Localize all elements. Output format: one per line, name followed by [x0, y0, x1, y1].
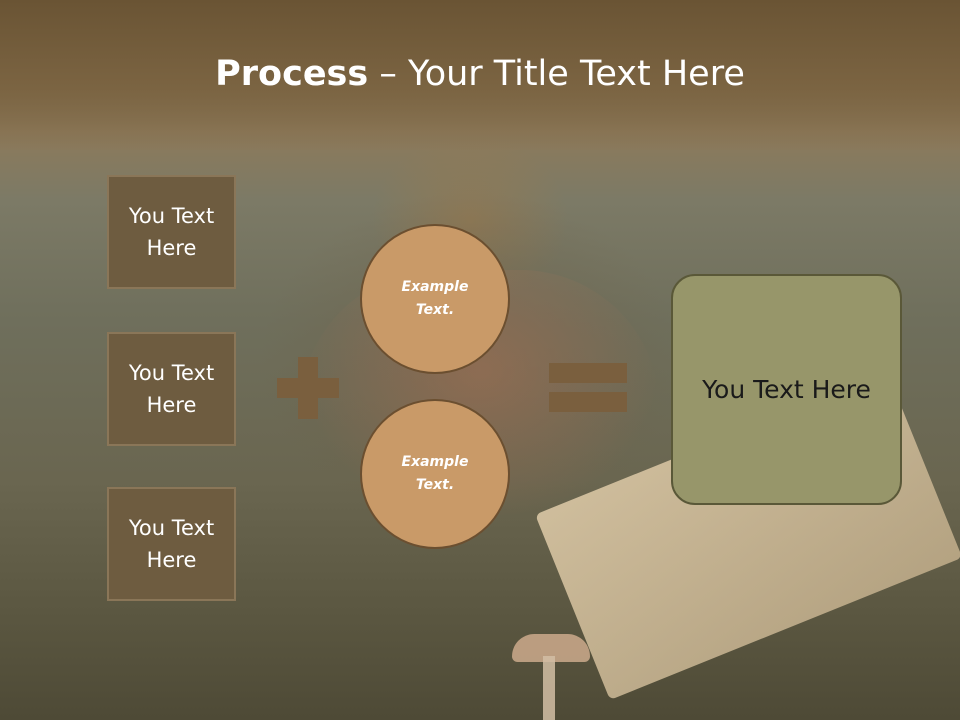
text-box-3: You Text Here	[107, 487, 236, 601]
background-photo-mushroom-stem	[543, 656, 555, 720]
result-box: You Text Here	[671, 274, 902, 505]
text-box-3-label: You Text Here	[128, 516, 215, 572]
example-circle-2: Example Text.	[360, 399, 510, 549]
equals-icon-bottom-bar	[549, 392, 627, 412]
text-box-2-label: You Text Here	[128, 361, 215, 417]
header-band	[0, 0, 960, 150]
plus-icon-vertical	[298, 357, 318, 419]
example-circle-1: Example Text.	[360, 224, 510, 374]
text-box-1: You Text Here	[107, 175, 236, 289]
result-box-label: You Text Here	[702, 375, 871, 404]
slide-title: Process – Your Title Text Here	[0, 52, 960, 96]
title-bold: Process	[215, 54, 369, 94]
text-box-1-label: You Text Here	[128, 204, 215, 260]
title-rest: – Your Title Text Here	[368, 54, 745, 94]
example-circle-2-label: Example Text.	[401, 454, 469, 493]
example-circle-1-label: Example Text.	[401, 279, 469, 318]
text-box-2: You Text Here	[107, 332, 236, 446]
equals-icon-top-bar	[549, 363, 627, 383]
